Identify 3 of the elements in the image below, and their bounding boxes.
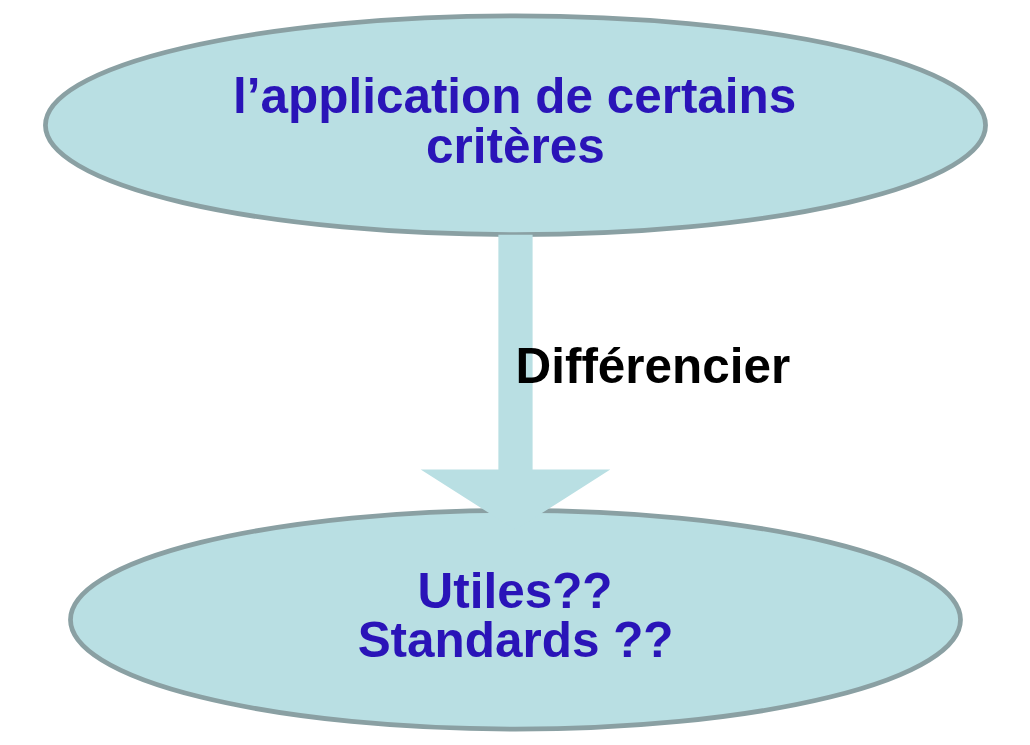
edge-label: Différencier bbox=[514, 337, 790, 393]
node-ellipse: l’application de certains critères bbox=[42, 13, 988, 237]
node-ellipse: Utiles?? Standards ?? bbox=[67, 508, 963, 732]
